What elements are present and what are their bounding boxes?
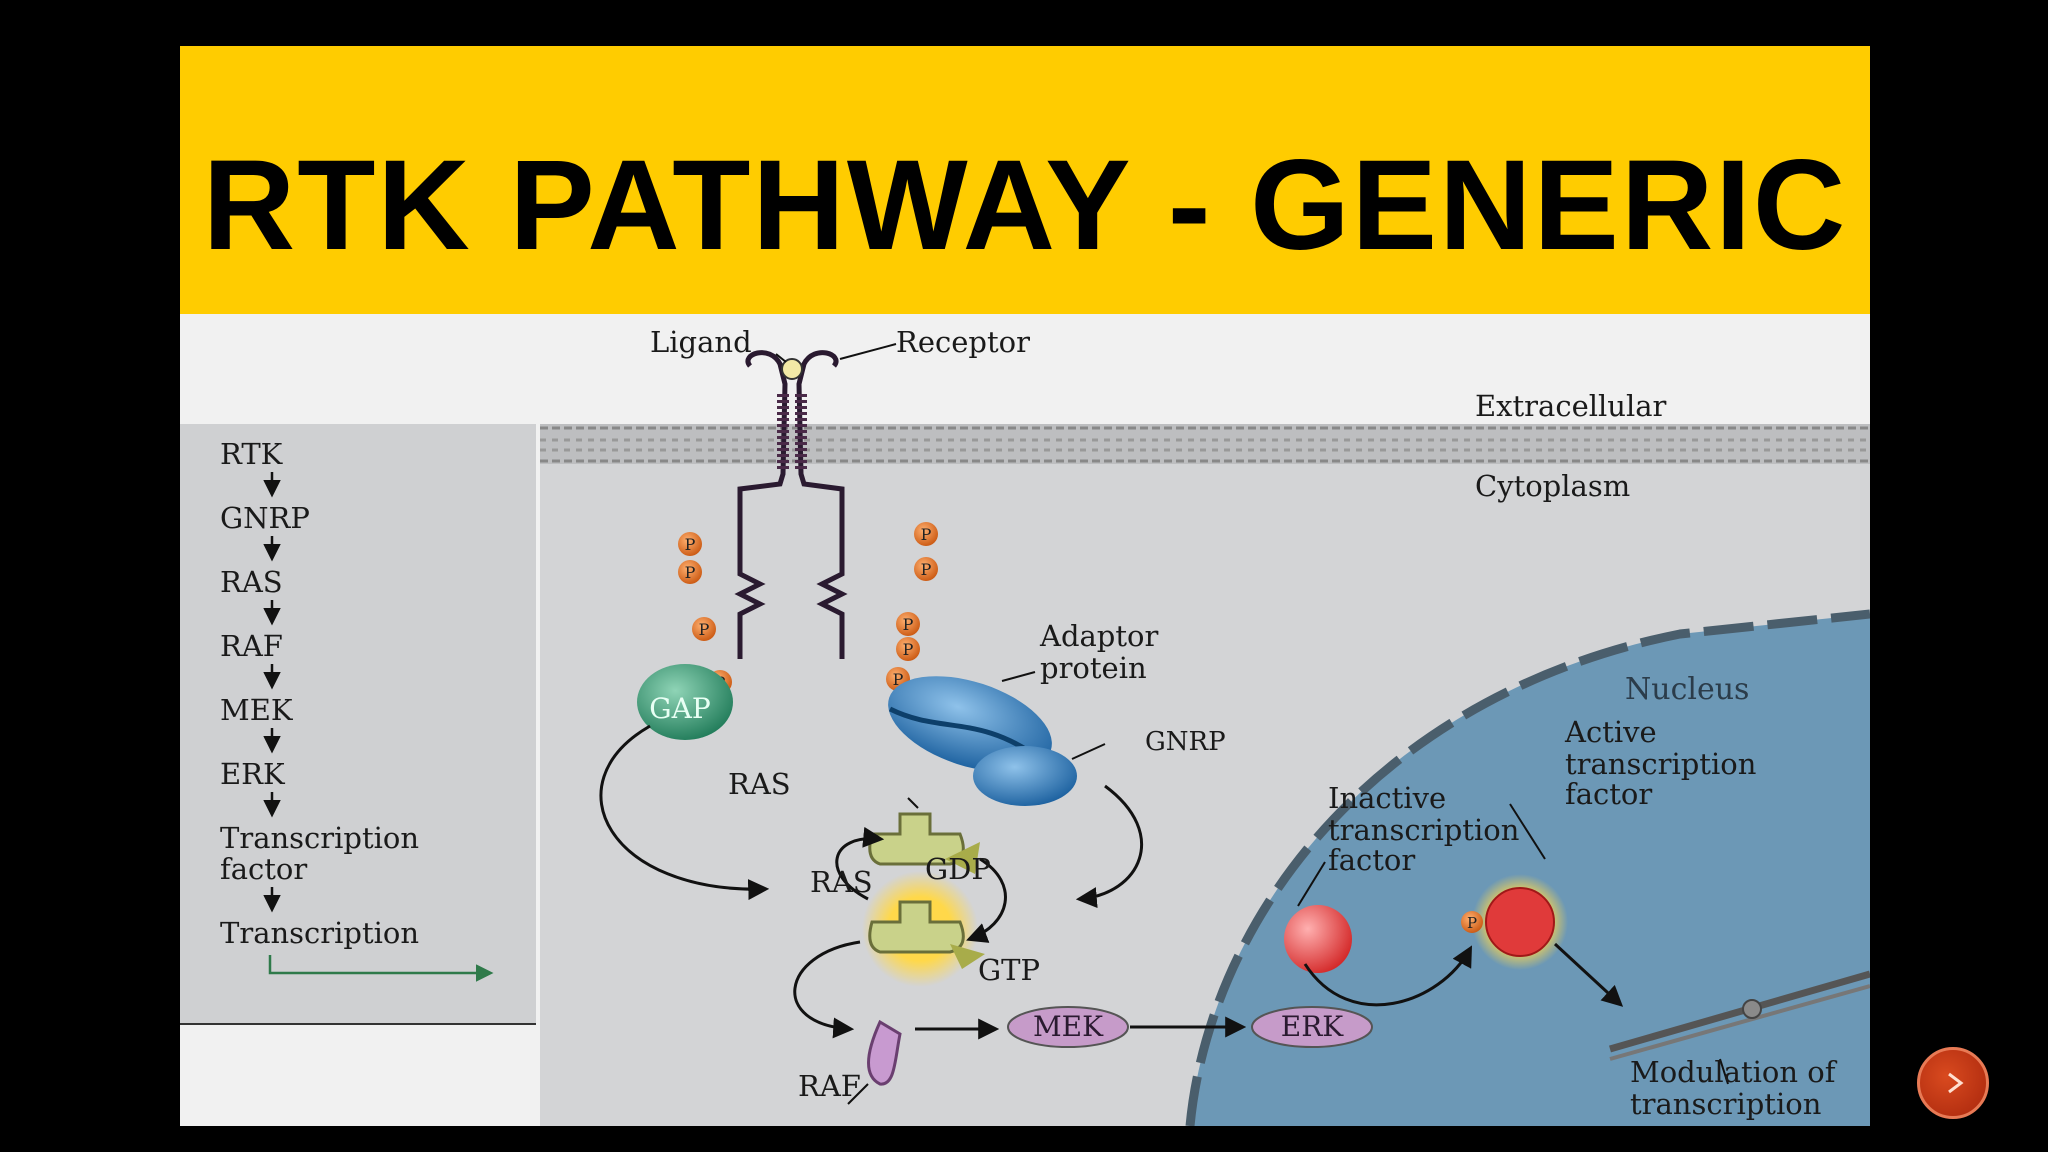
p-label: P xyxy=(893,670,904,689)
p-label: P xyxy=(685,535,696,554)
sequence-item: MEK xyxy=(220,693,294,727)
cell-membrane xyxy=(540,424,1870,464)
inactive-label-1: Inactive xyxy=(1328,781,1446,815)
modulation-label-1: Modulation of xyxy=(1630,1055,1838,1089)
nucleus-label: Nucleus xyxy=(1625,672,1749,707)
ras-label-top: RAS xyxy=(728,767,791,801)
p-label: P xyxy=(903,640,914,659)
active-transcription-factor xyxy=(1485,887,1555,957)
sequence-item: Transcription xyxy=(220,916,419,950)
p-label: P xyxy=(903,615,914,634)
receptor xyxy=(734,350,848,659)
sequence-item: ERK xyxy=(220,757,286,791)
inactive-transcription-factor xyxy=(1284,905,1352,973)
ligand xyxy=(781,358,803,380)
active-label-3: factor xyxy=(1565,777,1652,811)
adaptor-label-2: protein xyxy=(1040,651,1147,685)
ras-label-bottom: RAS xyxy=(810,865,873,899)
mek-label: MEK xyxy=(1033,1010,1104,1043)
raf-label: RAF xyxy=(798,1069,861,1103)
title-banner: RTK PATHWAY - GENERIC xyxy=(180,46,1870,314)
erk-label: ERK xyxy=(1281,1010,1345,1043)
sequence-item: factor xyxy=(220,852,307,886)
label-leaders xyxy=(775,343,1729,1105)
inactive-label-3: factor xyxy=(1328,843,1415,877)
gtp-label: GTP xyxy=(978,953,1040,987)
modulation-label-2: transcription xyxy=(1630,1087,1821,1121)
cytoplasm-label: Cytoplasm xyxy=(1475,469,1630,503)
gnrp-label: GNRP xyxy=(1145,727,1226,757)
p-label: P xyxy=(685,563,696,582)
active-label-1: Active xyxy=(1564,715,1657,749)
dna xyxy=(1609,970,1870,1061)
nucleus xyxy=(1185,609,1870,1126)
gap-protein xyxy=(637,664,733,740)
sequence-item: RAS xyxy=(220,565,283,599)
p-label: P xyxy=(921,560,932,579)
sequence-box xyxy=(180,424,536,1024)
sequence-item: RTK xyxy=(220,437,284,471)
inactive-label-2: transcription xyxy=(1328,813,1519,847)
extracellular-label: Extracellular xyxy=(1475,389,1667,423)
gap-label: GAP xyxy=(649,692,710,725)
active-label-2: transcription xyxy=(1565,747,1756,781)
sequence-item: Transcription xyxy=(220,821,419,855)
sequence-item: RAF xyxy=(220,629,283,663)
gdp-label: GDP xyxy=(925,852,991,886)
adaptor-label-1: Adaptor xyxy=(1039,619,1158,653)
transcription-output-arrow xyxy=(268,955,494,982)
ras-gtp xyxy=(862,871,985,987)
pathway-diagram: P P P P P P P P P GAP P xyxy=(180,314,1870,1126)
pathway-arrows xyxy=(599,724,1624,1040)
p-label: P xyxy=(699,620,710,639)
next-slide-icon xyxy=(1948,1072,1964,1094)
next-slide-button[interactable] xyxy=(1917,1047,1989,1119)
sequence-item: GNRP xyxy=(220,501,310,535)
slide-title: RTK PATHWAY - GENERIC xyxy=(202,134,1848,277)
ligand-label: Ligand xyxy=(650,325,752,359)
p-label: P xyxy=(1467,914,1477,932)
p-label: P xyxy=(921,525,932,544)
rtk-pathway-figure: P P P P P P P P P GAP P xyxy=(180,314,1870,1126)
mek-protein xyxy=(1007,1006,1129,1048)
sequence-list: RTKGNRPRASRAFMEKERKTranscriptionfactorTr… xyxy=(220,437,494,982)
gnrp-protein xyxy=(973,746,1077,806)
erk-protein xyxy=(1251,1006,1373,1048)
raf-protein xyxy=(866,1019,902,1086)
receptor-label: Receptor xyxy=(896,325,1030,359)
active-factor-phosphate xyxy=(1461,911,1483,933)
